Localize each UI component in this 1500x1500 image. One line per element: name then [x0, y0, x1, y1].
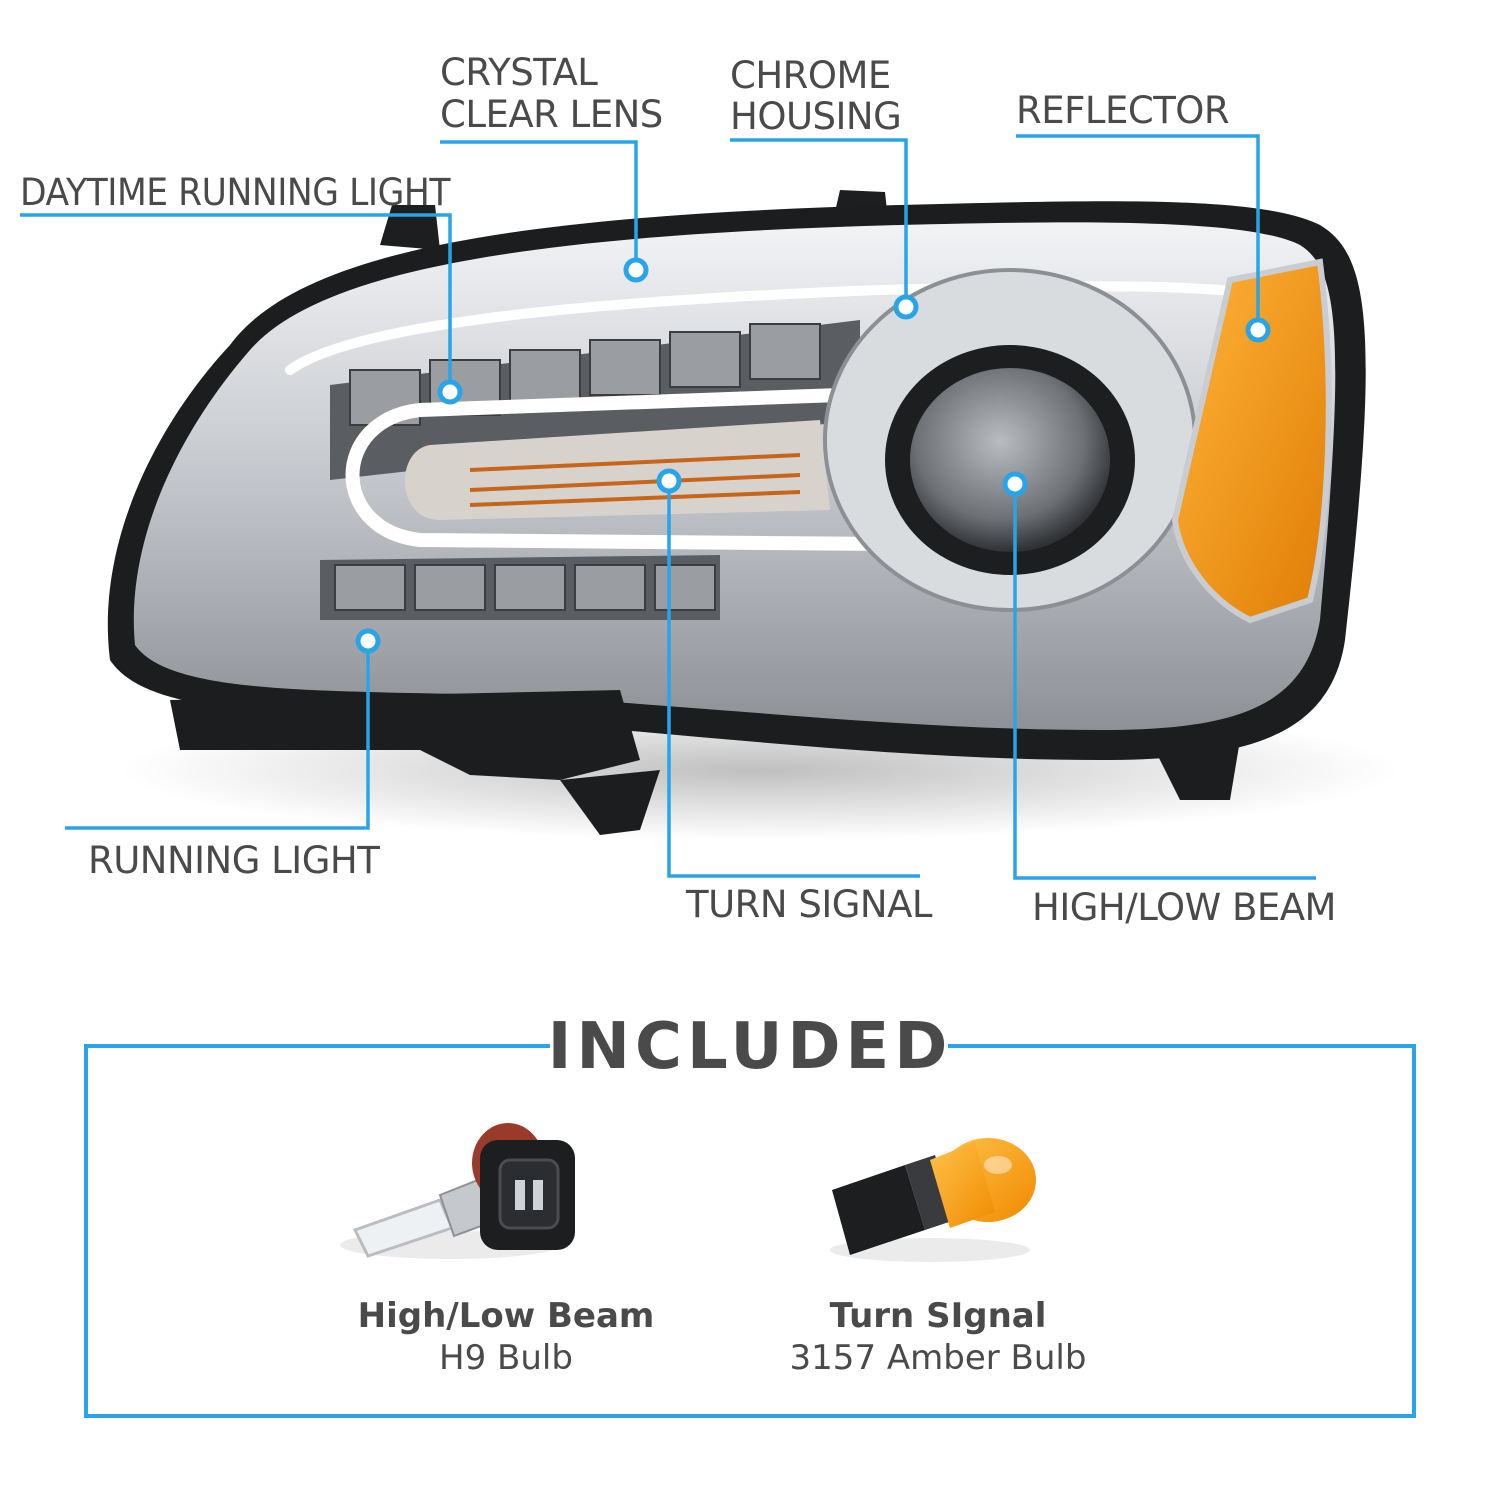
bulb-1-spec: H9 Bulb: [439, 1338, 573, 1378]
label-reflector: REFLECTOR: [1016, 89, 1229, 132]
leader-high-low-beam: [1013, 484, 1316, 880]
marker-daytime-running-light: [437, 379, 463, 405]
marker-high-low-beam: [1002, 471, 1028, 497]
marker-chrome-housing: [893, 294, 919, 320]
3157-amber-bulb-icon: [830, 1138, 1036, 1262]
leader-turn-signal: [667, 481, 920, 878]
bulb-2-name: Turn SIgnal: [830, 1296, 1047, 1336]
leader-running-light: [65, 641, 370, 830]
label-crystal-clear-lens-line1: CRYSTAL: [440, 51, 598, 94]
included-frame: [84, 1044, 1416, 1418]
leader-crystal-clear-lens: [440, 140, 638, 270]
label-daytime-running-light: DAYTIME RUNNING LIGHT: [20, 171, 451, 214]
callout-labels: CRYSTAL CLEAR LENS CHROME HOUSING REFLEC…: [20, 51, 1336, 929]
included-section: INCLUDED High/Low Beam H9 Bulb Turn SIgn…: [84, 1010, 1416, 1418]
callout-lines: [20, 134, 1316, 880]
headlight-image: [107, 190, 1400, 840]
label-high-low-beam: HIGH/LOW BEAM: [1032, 886, 1336, 929]
leader-chrome-housing: [730, 138, 908, 307]
bulb-2-spec: 3157 Amber Bulb: [790, 1338, 1087, 1378]
marker-crystal-clear-lens: [623, 257, 649, 283]
label-running-light: RUNNING LIGHT: [88, 839, 380, 882]
label-crystal-clear-lens-line2: CLEAR LENS: [440, 93, 663, 136]
included-title: INCLUDED: [548, 1010, 953, 1084]
leader-reflector: [1016, 134, 1260, 330]
leader-daytime-running-light: [20, 213, 452, 392]
label-chrome-housing-line1: CHROME: [730, 54, 891, 97]
marker-reflector: [1245, 317, 1271, 343]
label-turn-signal: TURN SIGNAL: [685, 883, 933, 926]
marker-turn-signal: [656, 468, 682, 494]
label-chrome-housing-line2: HOUSING: [730, 95, 901, 138]
marker-running-light: [355, 628, 381, 654]
bulb-1-name: High/Low Beam: [358, 1296, 655, 1336]
h9-bulb-icon: [340, 1123, 575, 1259]
